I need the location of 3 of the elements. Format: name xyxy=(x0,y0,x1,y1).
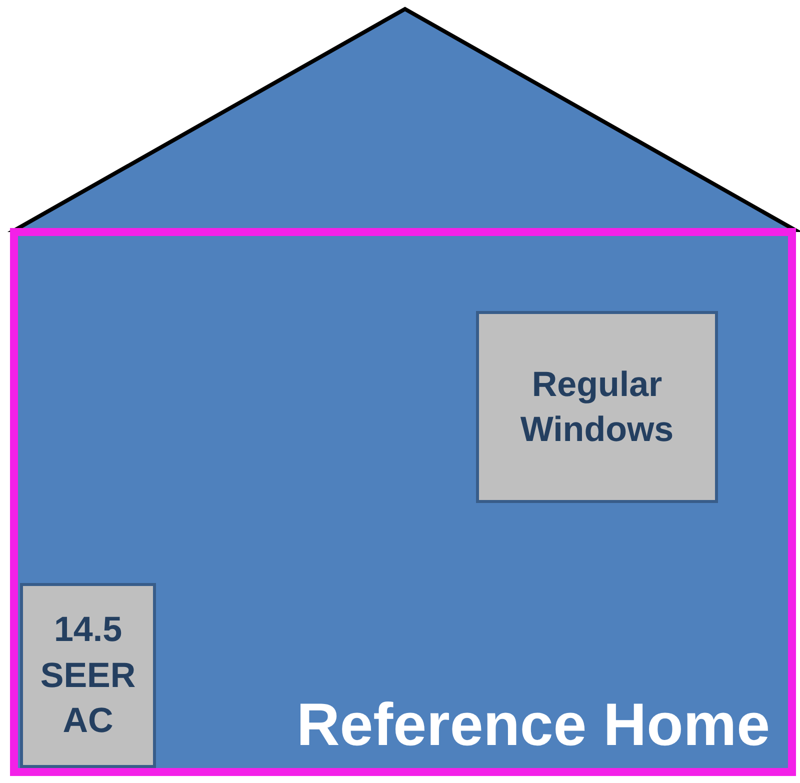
house-title: Reference Home xyxy=(296,692,770,758)
label-box: 14.5 SEER AC xyxy=(20,583,156,768)
label-box: Regular Windows xyxy=(476,311,718,503)
